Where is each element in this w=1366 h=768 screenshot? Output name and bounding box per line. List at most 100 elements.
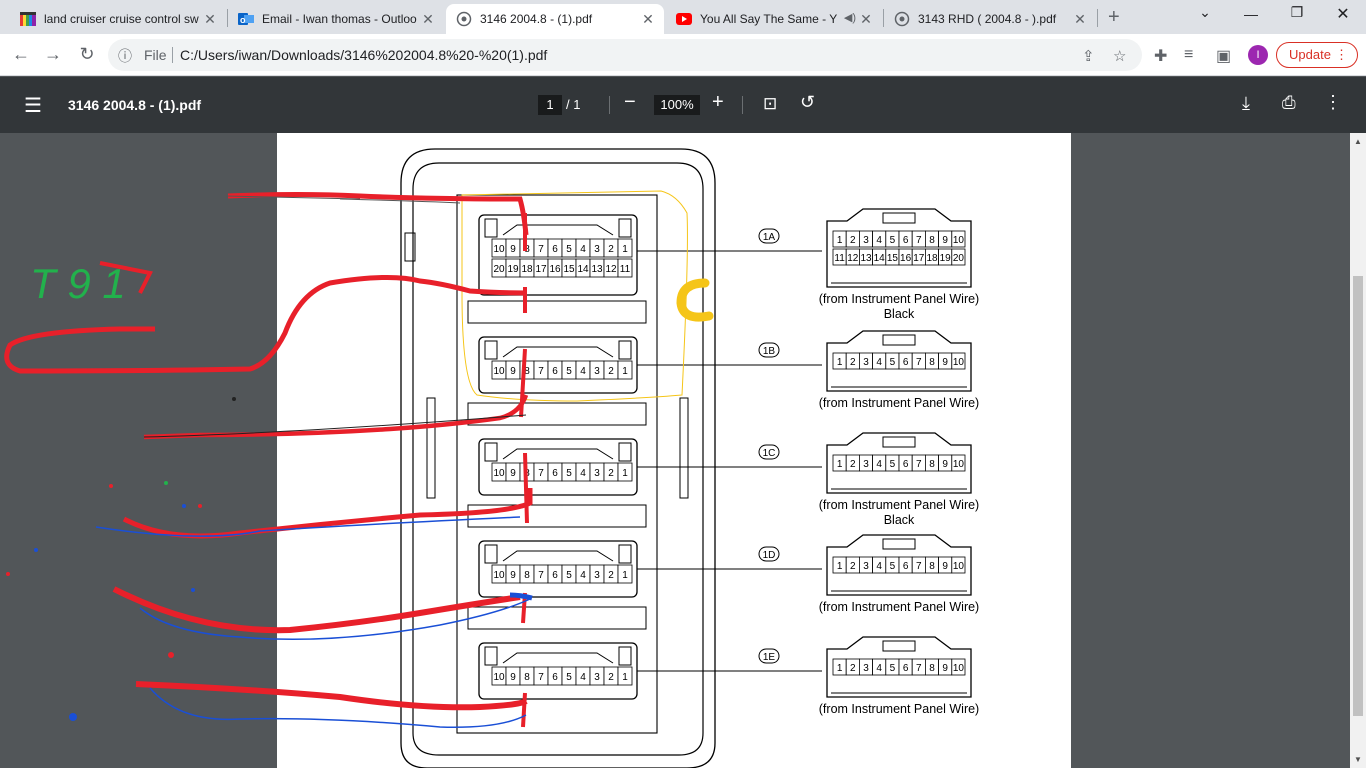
pin-number: 4 (580, 672, 586, 683)
close-icon[interactable]: ✕ (204, 11, 216, 27)
rotate-icon[interactable]: ↺ (800, 92, 816, 112)
pin-number: 5 (566, 244, 572, 255)
pin-number: 5 (890, 357, 896, 368)
tab-title: You All Say The Same - Y (700, 12, 838, 26)
pin-cell (951, 230, 966, 248)
pin-number: 2 (608, 366, 614, 377)
pin-number: 16 (900, 253, 912, 264)
tab-search-chevron-icon[interactable]: ⌄ (1199, 4, 1211, 20)
pin-number: 5 (566, 468, 572, 479)
pin-number: 8 (929, 663, 935, 674)
bookmark-star-icon[interactable]: ☆ (1113, 48, 1127, 65)
pin-number: 7 (538, 244, 544, 255)
pin-number: 3 (594, 366, 600, 377)
zoom-out-button[interactable]: − (624, 91, 636, 113)
pin-number: 3 (594, 244, 600, 255)
more-options-icon[interactable]: ⋮ (1324, 92, 1342, 112)
pin-number: 5 (566, 570, 572, 581)
forward-button[interactable]: → (44, 44, 62, 64)
pin-number: 2 (850, 561, 856, 572)
youtube-icon (676, 11, 692, 27)
tab-pdf-3146[interactable]: 3146 2004.8 - (1).pdf ✕ (446, 4, 664, 34)
pin-number: 6 (903, 459, 909, 470)
pin-number: 10 (953, 561, 965, 572)
pin-number: 5 (890, 235, 896, 246)
pin-number: 1 (837, 663, 843, 674)
tab-email[interactable]: o Email - Iwan thomas - Outloo ✕ (228, 4, 444, 34)
close-icon[interactable]: ✕ (1074, 11, 1086, 27)
pin-number: 4 (876, 357, 882, 368)
zoom-in-button[interactable]: + (712, 91, 724, 113)
scrollbar-thumb[interactable] (1353, 276, 1363, 716)
pin-number: 5 (566, 366, 572, 377)
pin-number: 6 (552, 244, 558, 255)
pin-number: 10 (493, 672, 505, 683)
download-icon[interactable]: ⤓ (1242, 93, 1250, 113)
pin-number: 6 (903, 561, 909, 572)
connector-id: 1E (763, 652, 776, 663)
scroll-up-icon[interactable]: ▲ (1354, 137, 1362, 146)
media-control-icon[interactable]: ≡ (1184, 46, 1194, 63)
pin-number: 9 (510, 672, 516, 683)
pin-number: 4 (580, 366, 586, 377)
minimize-button[interactable]: — (1244, 6, 1258, 22)
omnibox[interactable]: ⓘ File C:/Users/iwan/Downloads/3146%2020… (108, 39, 1142, 71)
restore-button[interactable]: ❐ (1290, 4, 1304, 20)
page-number-input[interactable]: 1 (538, 95, 562, 115)
close-icon[interactable]: ✕ (422, 11, 434, 27)
globe-icon (894, 11, 910, 27)
close-icon[interactable]: ✕ (642, 11, 654, 27)
scroll-down-icon[interactable]: ▼ (1354, 755, 1362, 764)
pin-number: 10 (493, 468, 505, 479)
tab-youtube[interactable]: You All Say The Same - Y ◀) ✕ (666, 4, 882, 34)
pin-number: 6 (552, 570, 558, 581)
zoom-input[interactable]: 100% (654, 95, 700, 115)
menu-icon[interactable]: ☰ (24, 95, 42, 117)
extensions-icon[interactable]: ✚ (1154, 48, 1168, 65)
pin-number: 4 (876, 663, 882, 674)
pin-cell (951, 454, 966, 472)
close-icon[interactable]: ✕ (860, 11, 872, 27)
pin-number: 6 (552, 366, 558, 377)
separator-bar (467, 402, 647, 426)
tab-title: Email - Iwan thomas - Outloo (262, 12, 417, 26)
share-icon[interactable]: ⇪ (1082, 48, 1095, 65)
new-tab-button[interactable]: + (1108, 6, 1120, 28)
back-button[interactable]: ← (12, 44, 30, 64)
pin-number: 10 (493, 366, 505, 377)
pin-number: 1 (622, 570, 628, 581)
tab-land-cruiser[interactable]: land cruiser cruise control sw ✕ (10, 4, 226, 34)
tab-title: 3143 RHD ( 2004.8 - ).pdf (918, 12, 1057, 26)
update-button[interactable]: Update⋮ (1276, 42, 1358, 68)
pin-number: 1 (837, 459, 843, 470)
pin-number: 9 (510, 468, 516, 479)
side-panel-icon[interactable]: ▣ (1216, 48, 1232, 65)
pin-number: 7 (916, 663, 922, 674)
avatar[interactable]: I (1248, 45, 1268, 65)
speaker-icon[interactable]: ◀) (843, 12, 856, 24)
tab-pdf-3143[interactable]: 3143 RHD ( 2004.8 - ).pdf ✕ (884, 4, 1096, 34)
connector-id: 1B (763, 346, 776, 357)
pin-number: 8 (929, 357, 935, 368)
vertical-scrollbar[interactable]: ▲ ▼ (1350, 133, 1366, 768)
fit-page-icon[interactable]: ⊡ (763, 94, 778, 113)
print-icon[interactable]: ⎙ (1282, 93, 1296, 112)
pin-number: 4 (580, 468, 586, 479)
pin-number: 1 (622, 468, 628, 479)
pdf-title: 3146 2004.8 - (1).pdf (68, 97, 202, 113)
pin-number: 2 (850, 459, 856, 470)
connector-id-bubble (758, 444, 780, 460)
pin-number: 7 (538, 570, 544, 581)
pin-number: 16 (549, 264, 561, 275)
info-icon[interactable]: ⓘ (118, 48, 132, 64)
pin-number: 9 (942, 459, 948, 470)
url-text[interactable]: C:/Users/iwan/Downloads/3146%202004.8%20… (180, 47, 548, 63)
pin-number: 2 (850, 357, 856, 368)
reload-button[interactable]: ↻ (79, 44, 95, 64)
close-window-button[interactable]: ✕ (1336, 6, 1350, 23)
